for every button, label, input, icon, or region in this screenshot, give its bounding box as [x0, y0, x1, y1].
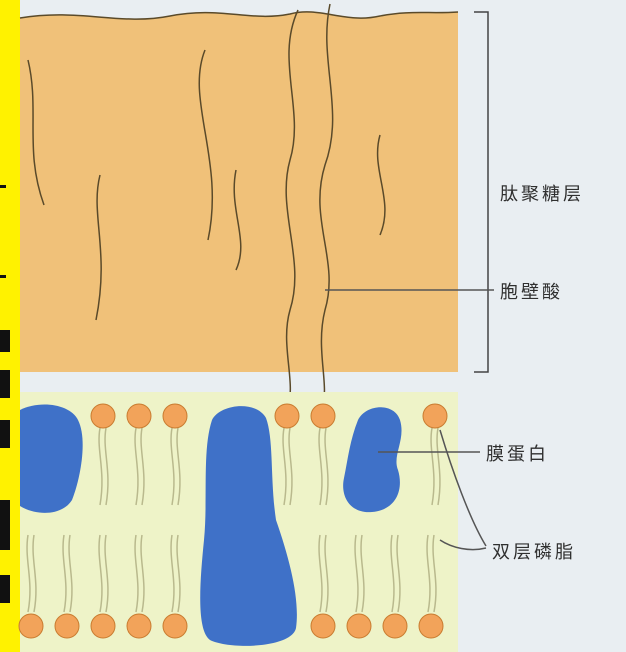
- membrane-protein: [20, 405, 83, 513]
- lipid-head: [419, 614, 443, 638]
- edge-mark: [0, 330, 10, 352]
- lipid-head: [383, 614, 407, 638]
- edge-mark: [0, 500, 10, 550]
- lipid-head: [163, 404, 187, 428]
- lipid-head: [423, 404, 447, 428]
- lipid-head: [347, 614, 371, 638]
- lipid-head: [127, 404, 151, 428]
- teichoic-acid-label: 胞壁酸: [500, 278, 563, 304]
- lipid-head: [91, 614, 115, 638]
- lipid-head: [55, 614, 79, 638]
- lipid-head: [275, 404, 299, 428]
- lipid-head: [163, 614, 187, 638]
- left-edge-bar: [0, 0, 20, 652]
- lipid-bilayer-label: 双层磷脂: [492, 538, 576, 564]
- edge-mark: [0, 420, 10, 448]
- edge-mark: [0, 575, 10, 603]
- lipid-head: [311, 404, 335, 428]
- edge-mark: [0, 185, 6, 188]
- peptidoglycan-label: 肽聚糖层: [500, 180, 584, 206]
- lipid-head: [311, 614, 335, 638]
- edge-mark: [0, 275, 6, 278]
- edge-mark: [0, 370, 10, 398]
- lipid-head: [19, 614, 43, 638]
- peptidoglycan-layer: [20, 12, 458, 372]
- lipid-head: [127, 614, 151, 638]
- membrane-protein-label: 膜蛋白: [486, 440, 549, 466]
- lipid-head: [91, 404, 115, 428]
